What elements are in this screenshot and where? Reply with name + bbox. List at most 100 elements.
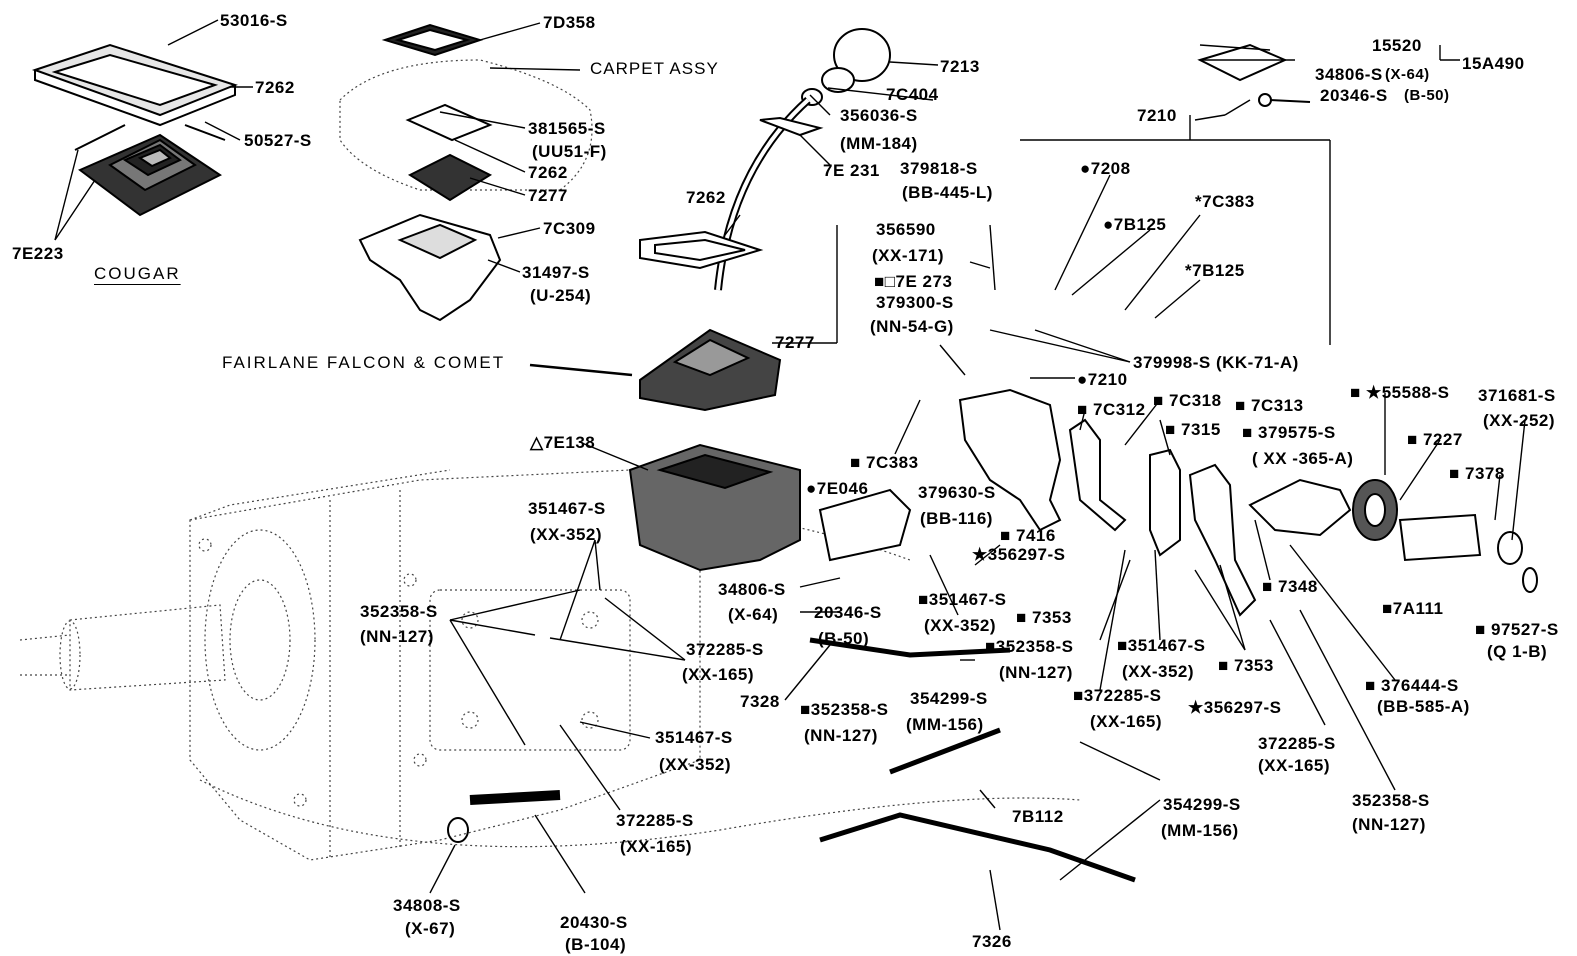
- part-label-7c309: 7C309: [543, 219, 596, 238]
- part-label-376444-s: ■ 376444-S: [1365, 676, 1459, 695]
- part-label-xx-365-a: ( XX -365-A): [1252, 449, 1354, 468]
- part-label-xx-165-right: (XX-165): [1258, 756, 1331, 775]
- part-label-352358-s-lower: ■352358-S: [800, 700, 889, 719]
- part-label-351467-s-mid: ■351467-S: [918, 590, 1007, 609]
- part-label-7348: ■ 7348: [1262, 577, 1318, 596]
- part-label-nn-127-right: (NN-127): [1352, 815, 1426, 834]
- part-label-20346-s: 20346-S: [814, 603, 882, 622]
- part-label-7c383: ■ 7C383: [850, 453, 919, 472]
- part-label-7d358: 7D358: [543, 13, 596, 32]
- part-label-xx-165-bottom: (XX-165): [620, 837, 693, 856]
- part-label-bb-585-a: (BB-585-A): [1377, 697, 1470, 716]
- carpet-assy-caption: CARPET ASSY: [590, 59, 719, 78]
- part-label-nn-54-g: (NN-54-G): [870, 317, 954, 336]
- part-label-x-64: (X-64): [728, 605, 779, 624]
- part-label-u-254: (U-254): [530, 286, 592, 305]
- part-label-xx-352-mid: (XX-352): [924, 616, 997, 635]
- part-label-15520: 15520: [1372, 36, 1422, 55]
- part-label-7326: 7326: [972, 932, 1012, 951]
- part-label-7416: ■ 7416: [1000, 526, 1056, 545]
- part-label-356590: 356590: [876, 220, 936, 239]
- part-label-15a490: 15A490: [1462, 54, 1525, 73]
- part-label-mm-184: (MM-184): [840, 134, 918, 153]
- part-label-xx-165-center: (XX-165): [1090, 712, 1163, 731]
- part-label-356036-s: 356036-S: [840, 106, 918, 125]
- part-label-bb-445-l: (BB-445-L): [902, 183, 993, 202]
- part-label-34806-s: 34806-S: [718, 580, 786, 599]
- part-label-7e046: ●7E046: [806, 479, 869, 498]
- cougar-bezel-drawing: [31, 43, 238, 127]
- part-label-7c318: ■ 7C318: [1153, 391, 1222, 410]
- part-label-xx-252: (XX-252): [1483, 411, 1556, 430]
- shift-lever-drawing: [628, 28, 891, 572]
- part-label-7c313: ■ 7C313: [1235, 396, 1304, 415]
- part-label-mm-156-lower: (MM-156): [1161, 821, 1239, 840]
- part-label-7315: ■ 7315: [1165, 420, 1221, 439]
- cougar-boot-drawing: [74, 124, 226, 217]
- part-label-50527-s: 50527-S: [244, 131, 312, 150]
- part-label-7210: 7210: [1137, 106, 1177, 125]
- part-label-x-64-top: (X-64): [1385, 66, 1430, 83]
- part-label-379630-s: 379630-S: [918, 483, 996, 502]
- part-label-q-1-b: (Q 1-B): [1487, 642, 1548, 661]
- part-label-nn-127-center: (NN-127): [999, 663, 1073, 682]
- part-label-xx-165-left: (XX-165): [682, 665, 755, 684]
- part-label-7b112: 7B112: [1012, 807, 1064, 826]
- part-label-7227: ■ 7227: [1407, 430, 1463, 449]
- part-label-7262-fairlane: 7262: [528, 163, 568, 182]
- part-label-354299-s-lower: 354299-S: [1163, 795, 1241, 814]
- part-label-372285-s-left: 372285-S: [686, 640, 764, 659]
- part-label-7a111: ■7A111: [1382, 599, 1444, 618]
- part-label-372285-s-bottom: 372285-S: [616, 811, 694, 830]
- part-label-7e138: △7E138: [530, 433, 596, 452]
- part-label-7c383-star: *7C383: [1195, 192, 1255, 211]
- leader-lines: [54, 19, 1526, 931]
- fairlane-falcon-comet-caption: FAIRLANE FALCON & COMET: [222, 353, 506, 372]
- part-label-31497-s: 31497-S: [522, 263, 590, 282]
- part-label-mm-156-upper: (MM-156): [906, 715, 984, 734]
- part-label-7277-boot: 7277: [775, 333, 815, 352]
- part-label-7e273: ■□7E 273: [874, 272, 953, 291]
- part-label-20346-s-top: 20346-S: [1320, 86, 1388, 105]
- part-label-xx-352-upper: (XX-352): [530, 525, 603, 544]
- part-label-34806-s-top: 34806-S: [1315, 65, 1383, 84]
- part-label-352358-s-right: 352358-S: [1352, 791, 1430, 810]
- part-label-7c404: 7C404: [886, 85, 939, 104]
- part-label-379818-s: 379818-S: [900, 159, 978, 178]
- part-label-352358-s-left: 352358-S: [360, 602, 438, 621]
- part-label-371681-s: 371681-S: [1478, 386, 1556, 405]
- part-label-xx-352-right: (XX-352): [1122, 662, 1195, 681]
- part-label-97527-s: ■ 97527-S: [1475, 620, 1559, 639]
- part-label-372285-s-center: ■372285-S: [1073, 686, 1162, 705]
- part-label-7262: 7262: [255, 78, 295, 97]
- part-label-7208: ●7208: [1080, 159, 1131, 178]
- part-label-20430-s: 20430-S: [560, 913, 628, 932]
- part-label-351467-s-lower: 351467-S: [655, 728, 733, 747]
- part-label-381565-s: 381565-S: [528, 119, 606, 138]
- part-label-b-104: (B-104): [565, 935, 627, 954]
- part-label-b-50: (B-50): [818, 629, 870, 648]
- part-label-7277-fairlane: 7277: [528, 186, 568, 205]
- part-label-bb-116: (BB-116): [920, 509, 993, 528]
- part-label-55588-s: ■ ★55588-S: [1350, 383, 1450, 402]
- part-label-xx-352-lower: (XX-352): [659, 755, 732, 774]
- part-label-7353-lower: ■ 7353: [1218, 656, 1274, 675]
- transmission-case-drawing: [19, 469, 1081, 861]
- part-label-7e223: 7E223: [12, 244, 64, 263]
- part-label-xx-171: (XX-171): [872, 246, 945, 265]
- shift-linkage-drawing: [447, 43, 1538, 883]
- part-label-7b125-star: *7B125: [1185, 261, 1245, 280]
- part-label-7328: 7328: [740, 692, 780, 711]
- part-label-7e231: 7E 231: [823, 161, 880, 180]
- part-label-uu51-f: (UU51-F): [532, 142, 607, 161]
- part-label-351467-s-upper: 351467-S: [528, 499, 606, 518]
- part-label-352358-s-center: ■352358-S: [985, 637, 1074, 656]
- part-label-nn-127-left: (NN-127): [360, 627, 434, 646]
- part-label-356297-s-right: ★356297-S: [1188, 698, 1282, 717]
- part-label-7378: ■ 7378: [1449, 464, 1505, 483]
- part-label-7262-lever-bezel: 7262: [686, 188, 726, 207]
- cougar-caption: COUGAR: [94, 264, 181, 283]
- part-label-351467-s-right: ■351467-S: [1117, 636, 1206, 655]
